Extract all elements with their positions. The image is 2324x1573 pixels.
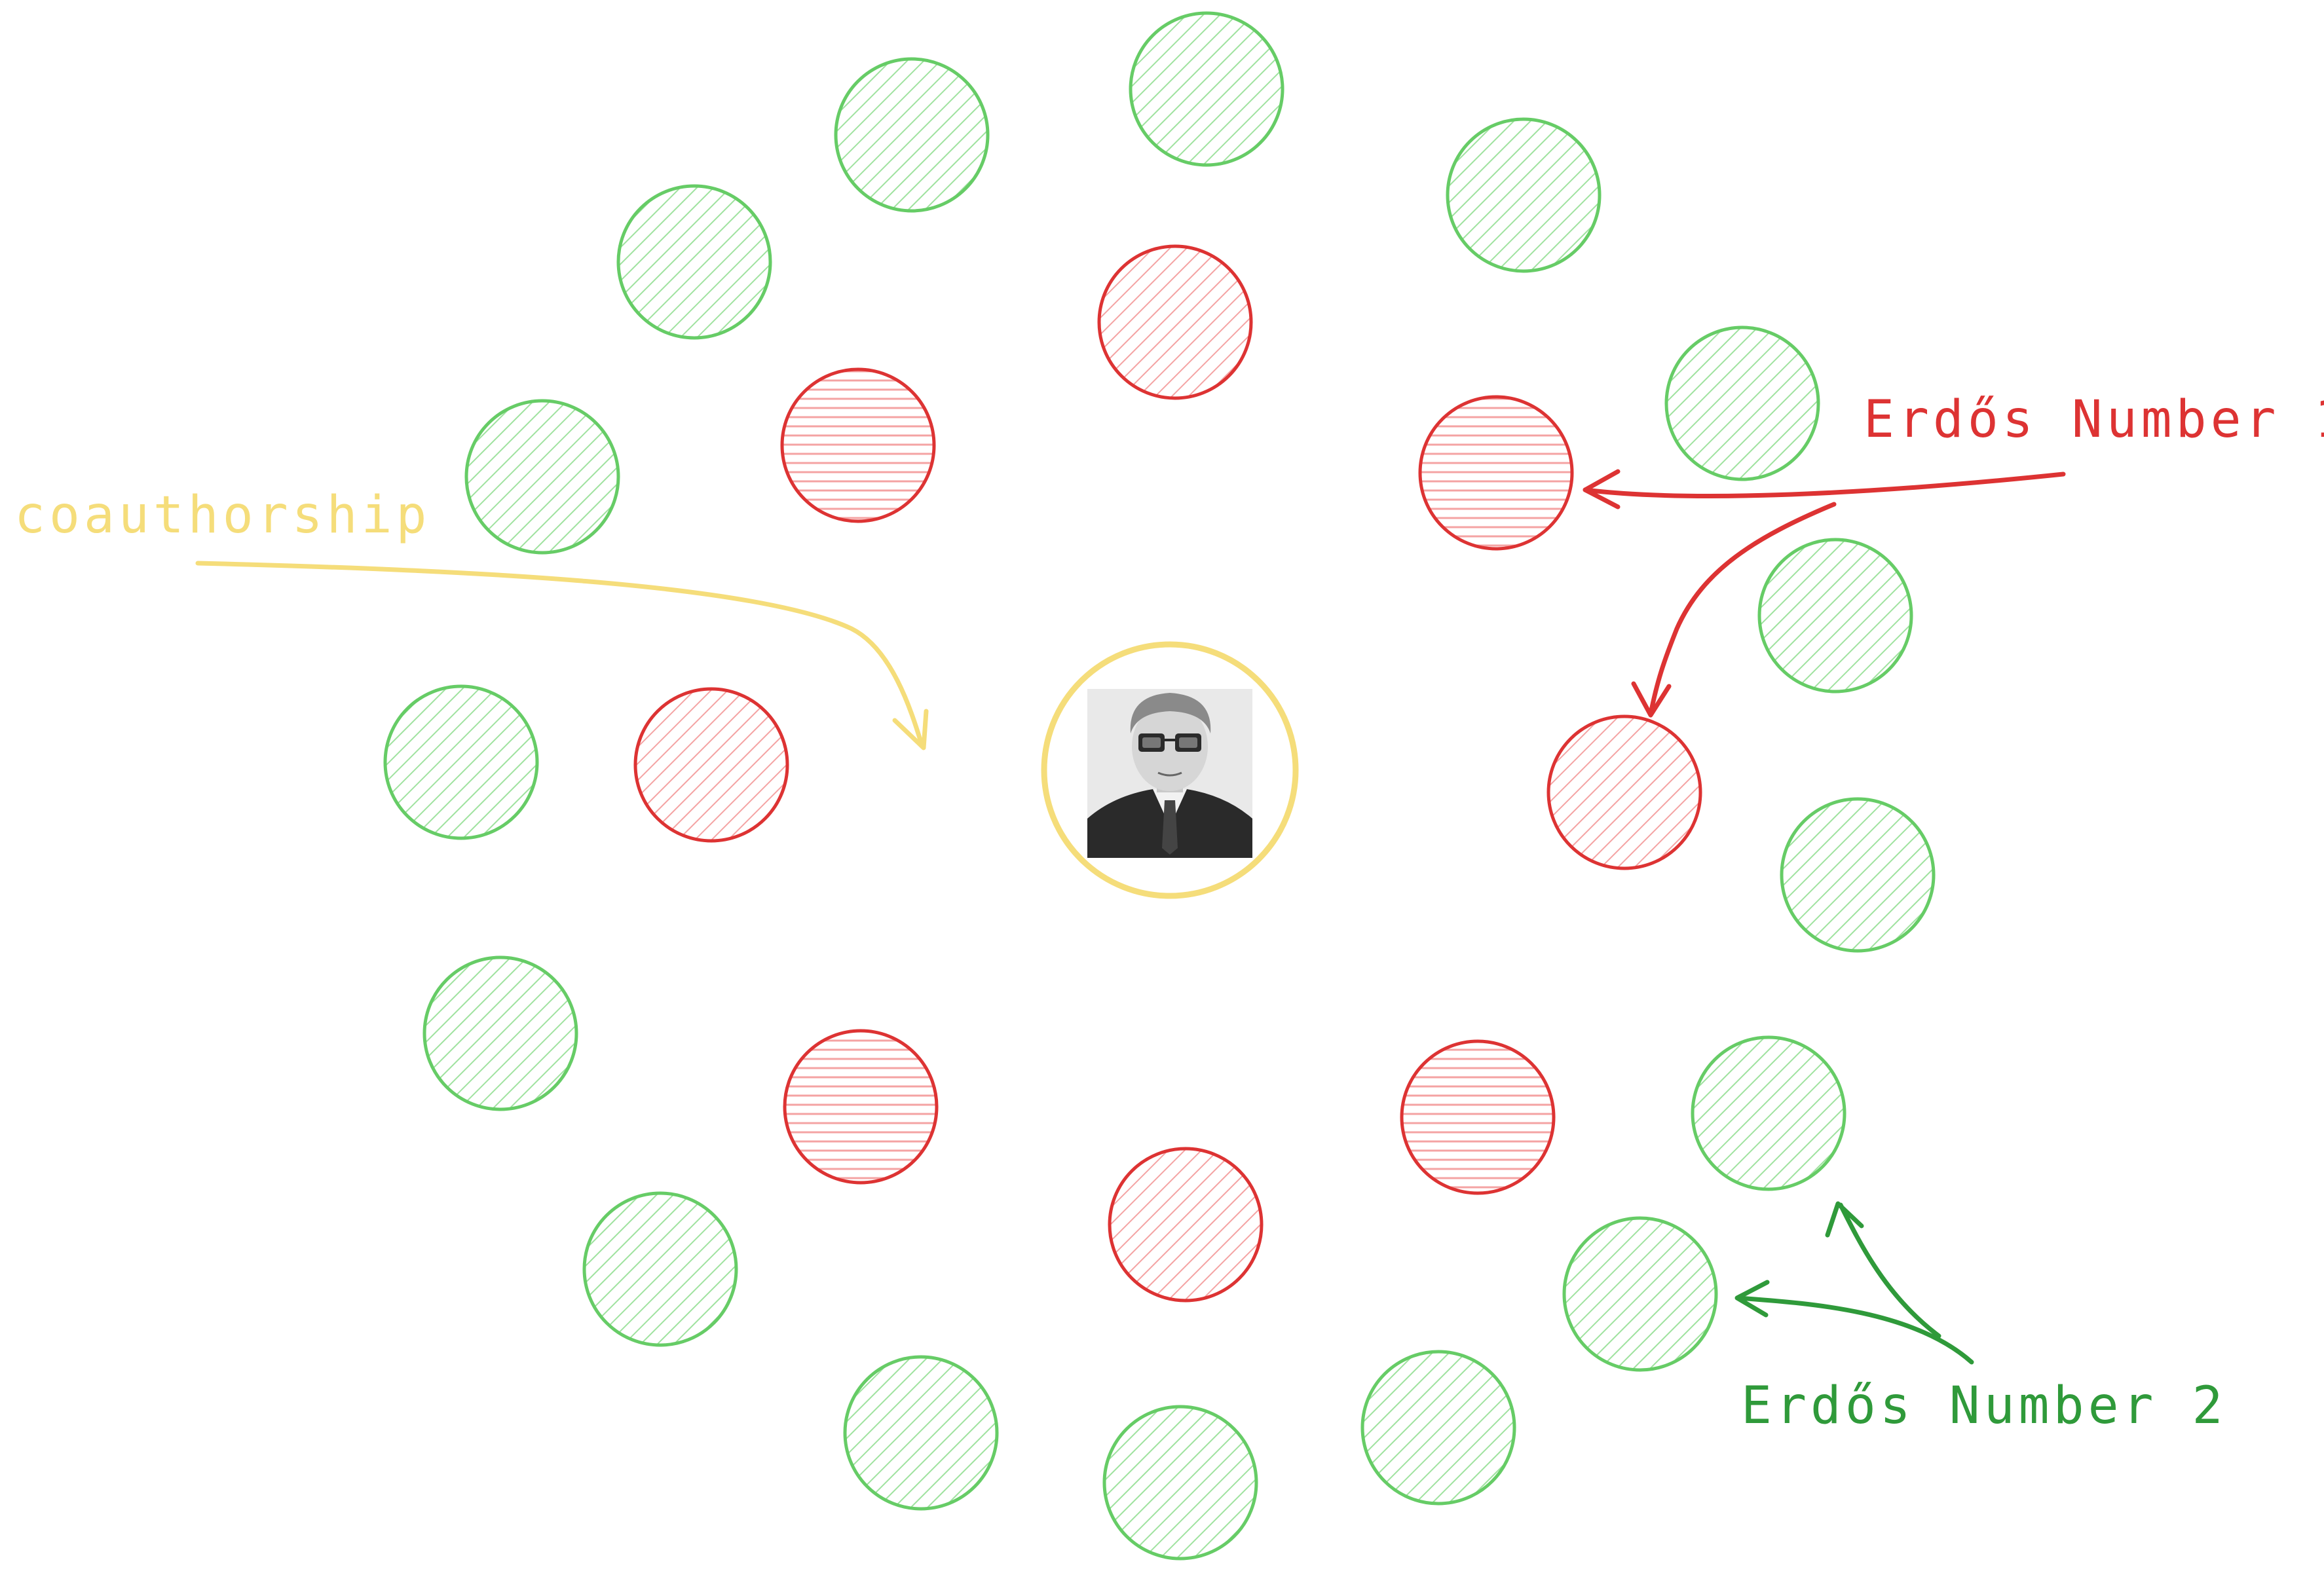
erdos-2-node[interactable] bbox=[843, 1355, 999, 1511]
erdos-1-node[interactable] bbox=[1108, 1147, 1264, 1303]
erdos-2-arrowhead-left bbox=[1734, 1280, 1770, 1318]
erdos-1-arrowhead-upper bbox=[1583, 469, 1621, 509]
erdos-1-nodes bbox=[633, 244, 1702, 1303]
erdos-2-node[interactable] bbox=[1129, 11, 1284, 167]
coauthorship-arrowhead bbox=[892, 709, 929, 750]
erdos-2-arrowhead-right bbox=[1825, 1201, 1864, 1238]
erdos-2-node[interactable] bbox=[1780, 797, 1936, 953]
erdos-1-node[interactable] bbox=[783, 1029, 939, 1185]
erdos-1-node[interactable] bbox=[1097, 244, 1253, 400]
erdos-2-node[interactable] bbox=[616, 184, 772, 340]
erdos-2-node[interactable] bbox=[1102, 1405, 1258, 1561]
erdos-number-1-label: Erdős Number 1 bbox=[1864, 390, 2324, 449]
erdos-1-node[interactable] bbox=[780, 367, 936, 523]
erdos-1-node[interactable] bbox=[1418, 395, 1574, 551]
erdos-1-node[interactable] bbox=[1546, 714, 1702, 870]
erdos-2-arrows bbox=[1734, 1201, 1974, 1365]
erdos-2-node[interactable] bbox=[1360, 1350, 1516, 1506]
coauthorship-label: coauthorship bbox=[14, 486, 431, 545]
erdos-2-arrow-right bbox=[1838, 1202, 1941, 1339]
erdos-2-node[interactable] bbox=[1446, 117, 1602, 273]
coauthorship-arrow bbox=[195, 561, 925, 749]
erdos-2-node[interactable] bbox=[422, 955, 578, 1111]
erdos-number-2-label: Erdős Number 2 bbox=[1741, 1377, 2227, 1435]
erdos-2-node[interactable] bbox=[582, 1191, 738, 1347]
erdos-1-node[interactable] bbox=[633, 687, 789, 843]
erdos-1-arrows bbox=[1583, 469, 2066, 718]
erdos-2-nodes bbox=[383, 11, 1936, 1561]
erdos-2-node[interactable] bbox=[464, 399, 620, 555]
erdos-portrait bbox=[1087, 689, 1252, 858]
erdos-2-node[interactable] bbox=[383, 684, 539, 840]
erdos-2-node[interactable] bbox=[834, 57, 990, 213]
erdos-2-node[interactable] bbox=[1562, 1216, 1718, 1372]
erdos-2-node[interactable] bbox=[1664, 325, 1820, 481]
erdos-1-arrow-lower bbox=[1648, 502, 1837, 716]
erdos-2-arrow-left bbox=[1736, 1295, 1974, 1365]
erdos-1-arrowhead-lower bbox=[1631, 681, 1672, 718]
erdos-1-arrow-upper bbox=[1583, 472, 2066, 498]
erdos-1-node[interactable] bbox=[1400, 1039, 1556, 1195]
center-node[interactable] bbox=[1041, 641, 1299, 899]
erdos-2-node[interactable] bbox=[1757, 538, 1913, 694]
erdos-2-node[interactable] bbox=[1691, 1035, 1846, 1191]
